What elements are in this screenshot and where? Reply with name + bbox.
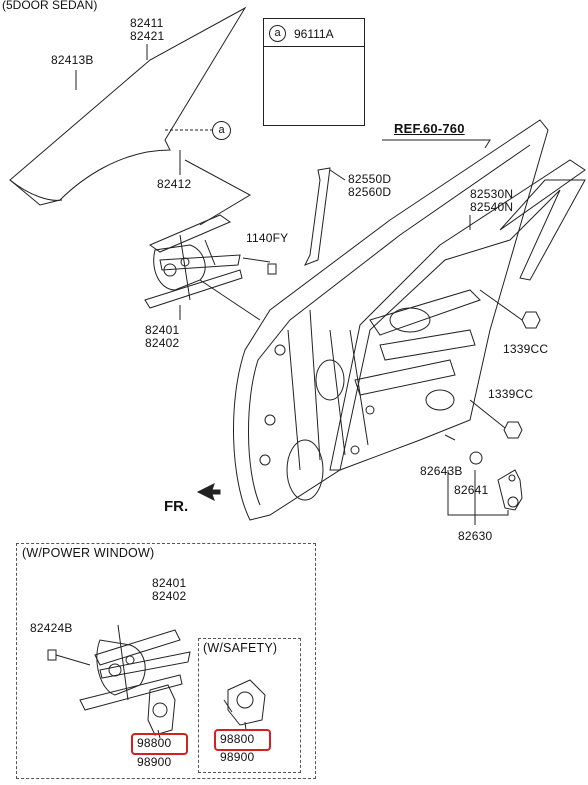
safety-box [198, 638, 301, 773]
legend-marker: a [269, 25, 286, 42]
window-regulator-top [144, 214, 243, 309]
safety-title: (W/SAFETY) [203, 641, 278, 655]
part-number: 82401 [152, 576, 187, 590]
nut-upper [521, 311, 541, 329]
part-check-bolt[interactable]: 82643B [420, 464, 463, 478]
bolt-82424b [47, 649, 57, 661]
part-glass[interactable]: 82411 82421 [130, 17, 164, 43]
safety-part-motor-primary[interactable]: 98800 [220, 732, 255, 746]
legend-code: 96111A [294, 27, 334, 41]
bolt-1140fy [267, 263, 277, 275]
part-number: 82421 [130, 29, 165, 43]
door-weatherstrip [329, 159, 586, 471]
pw-part-regulator[interactable]: 82401 82402 [152, 577, 186, 603]
power-window-regulator [79, 624, 191, 711]
part-check-link[interactable]: 82641 [454, 483, 489, 497]
front-label: FR. [164, 498, 189, 515]
part-regulator[interactable]: 82401 82402 [145, 324, 179, 350]
pw-part-motor-primary[interactable]: 98800 [137, 736, 172, 750]
legend-box: a 96111A [263, 18, 365, 126]
pw-motor-highlight [131, 733, 188, 755]
diagram-title: (5DOOR SEDAN) [2, 0, 98, 12]
safety-motor-highlight [214, 729, 271, 751]
part-number: 82401 [145, 323, 180, 337]
part-number: 82550D [348, 172, 392, 186]
power-window-title: (W/POWER WINDOW) [22, 546, 155, 560]
pw-part-motor-secondary[interactable]: 98900 [137, 755, 172, 769]
part-nut-upper[interactable]: 1339CC [503, 342, 549, 356]
ref-label[interactable]: REF.60-760 [394, 121, 465, 136]
part-clip-top[interactable]: 82413B [51, 53, 94, 67]
part-bolt[interactable]: 1140FY [246, 231, 289, 245]
callout-marker: a [212, 121, 231, 140]
pw-part-bolt[interactable]: 82424B [30, 621, 73, 635]
part-clip-lower[interactable]: 82412 [157, 177, 192, 191]
part-check-assy[interactable]: 82630 [458, 529, 493, 543]
power-window-box [16, 543, 316, 779]
part-number: 82540N [470, 200, 514, 214]
front-arrow [196, 483, 221, 501]
door-check [444, 434, 523, 511]
part-channel[interactable]: 82550D 82560D [348, 173, 391, 199]
nut-lower [503, 421, 523, 439]
run-channel [303, 167, 331, 266]
motor-2 [223, 679, 266, 731]
door-panel [233, 119, 549, 521]
part-number: 82402 [145, 336, 180, 350]
part-number: 82560D [348, 185, 392, 199]
part-number: 82411 [130, 16, 164, 30]
part-number: 82402 [152, 589, 187, 603]
window-glass [9, 6, 247, 206]
safety-part-motor-secondary[interactable]: 98900 [220, 750, 255, 764]
legend-divider [264, 46, 364, 47]
part-weatherstrip[interactable]: 82530N 82540N [470, 188, 513, 214]
part-number: 82530N [470, 187, 514, 201]
part-nut-lower[interactable]: 1339CC [488, 387, 534, 401]
